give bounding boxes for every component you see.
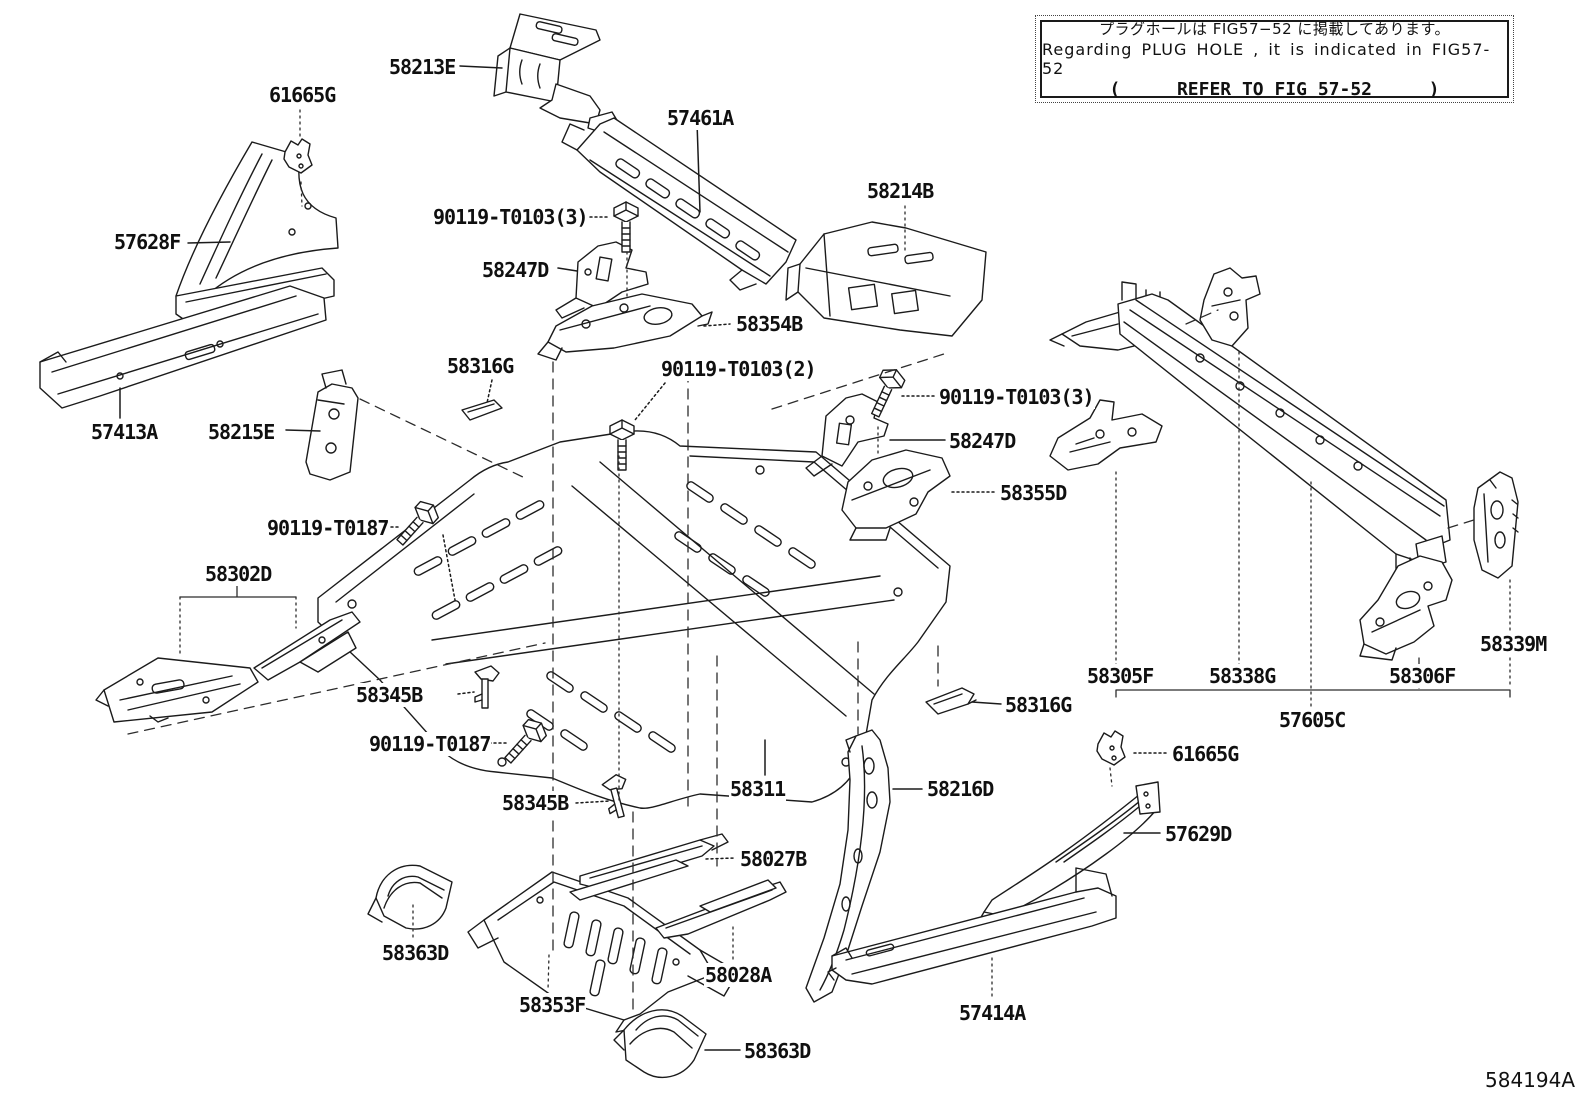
part-label-90119-T0103-3-rear[interactable]: 90119-T0103(3): [938, 385, 1095, 409]
part-label-57629D[interactable]: 57629D: [1164, 822, 1232, 846]
part-label-58302D[interactable]: 58302D: [204, 562, 272, 586]
part-label-90119-T0103-2[interactable]: 90119-T0103(2): [660, 357, 817, 381]
part-label-90119-T0187-top[interactable]: 90119-T0187: [266, 516, 389, 540]
part-drawing-58353F: [467, 871, 739, 1033]
part-label-58311[interactable]: 58311: [729, 777, 786, 801]
part-label-58345B-left[interactable]: 58345B: [355, 683, 423, 707]
part-label-57605C[interactable]: 57605C: [1278, 708, 1346, 732]
plug-hole-note-inner: プラグホールは FIG57−52 に掲載してあります。 Regarding PL…: [1040, 20, 1509, 100]
part-label-58028A[interactable]: 58028A: [704, 963, 772, 987]
part-label-58215E[interactable]: 58215E: [207, 420, 275, 444]
part-drawing-58316G-rear: [925, 687, 977, 715]
part-drawing-58354B: [537, 293, 713, 361]
part-label-58305F[interactable]: 58305F: [1086, 664, 1154, 688]
part-drawing-58247D-front: [555, 241, 649, 319]
part-drawing-58302D-bracket-a: [95, 657, 259, 723]
part-drawing-57605C: [1049, 281, 1451, 573]
note-japanese-line: プラグホールは FIG57−52 に掲載してあります。: [1098, 20, 1451, 38]
part-drawing-58247D-rear: [805, 393, 889, 477]
part-label-58316G-rear[interactable]: 58316G: [1004, 693, 1072, 717]
part-drawing-58302D-bracket-b: [253, 611, 361, 681]
part-label-58027B[interactable]: 58027B: [739, 847, 807, 871]
part-drawing-58306F: [1359, 555, 1453, 661]
construction-lines: [127, 103, 1511, 1017]
part-drawing-58216D: [805, 729, 891, 1003]
part-drawing-58027B: [569, 833, 729, 901]
plug-hole-note-box: プラグホールは FIG57−52 に掲載してあります。 Regarding PL…: [1035, 15, 1514, 103]
note-paren-close: ): [1428, 79, 1440, 100]
part-label-61665G-top[interactable]: 61665G: [268, 83, 336, 107]
part-drawing-58311-floor-pan: [317, 430, 951, 809]
part-drawing-58028A: [655, 879, 787, 939]
part-drawing-57414A: [827, 867, 1117, 985]
part-drawing-58355D: [841, 449, 951, 541]
part-label-58247D-front[interactable]: 58247D: [481, 258, 549, 282]
part-label-58345B-bottom[interactable]: 58345B: [501, 791, 569, 815]
part-drawing-57461A: [561, 117, 797, 291]
diagram-code: 584194A: [1485, 1068, 1576, 1092]
part-label-58363D-bottom[interactable]: 58363D: [743, 1039, 811, 1063]
part-label-57414A[interactable]: 57414A: [958, 1001, 1026, 1025]
part-label-90119-T0103-3-top[interactable]: 90119-T0103(3): [432, 205, 589, 229]
part-label-58216D[interactable]: 58216D: [926, 777, 994, 801]
part-label-58363D-left[interactable]: 58363D: [381, 941, 449, 965]
part-label-58214B[interactable]: 58214B: [866, 179, 934, 203]
part-label-61665G-right[interactable]: 61665G: [1171, 742, 1239, 766]
note-english-line: Regarding PLUG HOLE , it is indicated in…: [1042, 40, 1491, 78]
note-paren-open: (: [1109, 79, 1121, 100]
part-drawing-58215E: [305, 369, 359, 481]
part-label-57628F[interactable]: 57628F: [113, 230, 181, 254]
part-label-58316G-front[interactable]: 58316G: [446, 354, 514, 378]
part-drawing-58363D-bottom: [613, 1009, 707, 1079]
part-drawing-57413A: [39, 285, 327, 409]
part-drawing-58338G: [1199, 267, 1261, 347]
part-label-58353F[interactable]: 58353F: [518, 993, 586, 1017]
part-label-57461A[interactable]: 57461A: [666, 106, 734, 130]
part-drawing-58339M: [1473, 471, 1519, 579]
note-refer-text: REFER TO FIG 57-52: [1176, 79, 1373, 100]
part-label-58306F[interactable]: 58306F: [1388, 664, 1456, 688]
part-label-58213E[interactable]: 58213E: [388, 55, 456, 79]
leader-lines: [119, 65, 1168, 1051]
part-drawing-58213E: [493, 13, 619, 133]
part-drawing-58214B: [785, 221, 987, 337]
part-drawing-58316G-front: [461, 399, 503, 421]
part-label-58339M[interactable]: 58339M: [1479, 632, 1547, 656]
part-drawing-57629D: [975, 781, 1161, 931]
part-label-58338G[interactable]: 58338G: [1208, 664, 1276, 688]
part-label-57413A[interactable]: 57413A: [90, 420, 158, 444]
part-label-58355D[interactable]: 58355D: [999, 481, 1067, 505]
note-refer-line: ( REFER TO FIG 57-52 ): [1110, 79, 1440, 100]
part-drawing-58363D-left: [367, 864, 453, 930]
part-label-58354B[interactable]: 58354B: [735, 312, 803, 336]
part-drawing-58305F: [1049, 399, 1163, 471]
part-label-58247D-rear[interactable]: 58247D: [948, 429, 1016, 453]
part-label-90119-T0187-bottom[interactable]: 90119-T0187: [368, 732, 491, 756]
